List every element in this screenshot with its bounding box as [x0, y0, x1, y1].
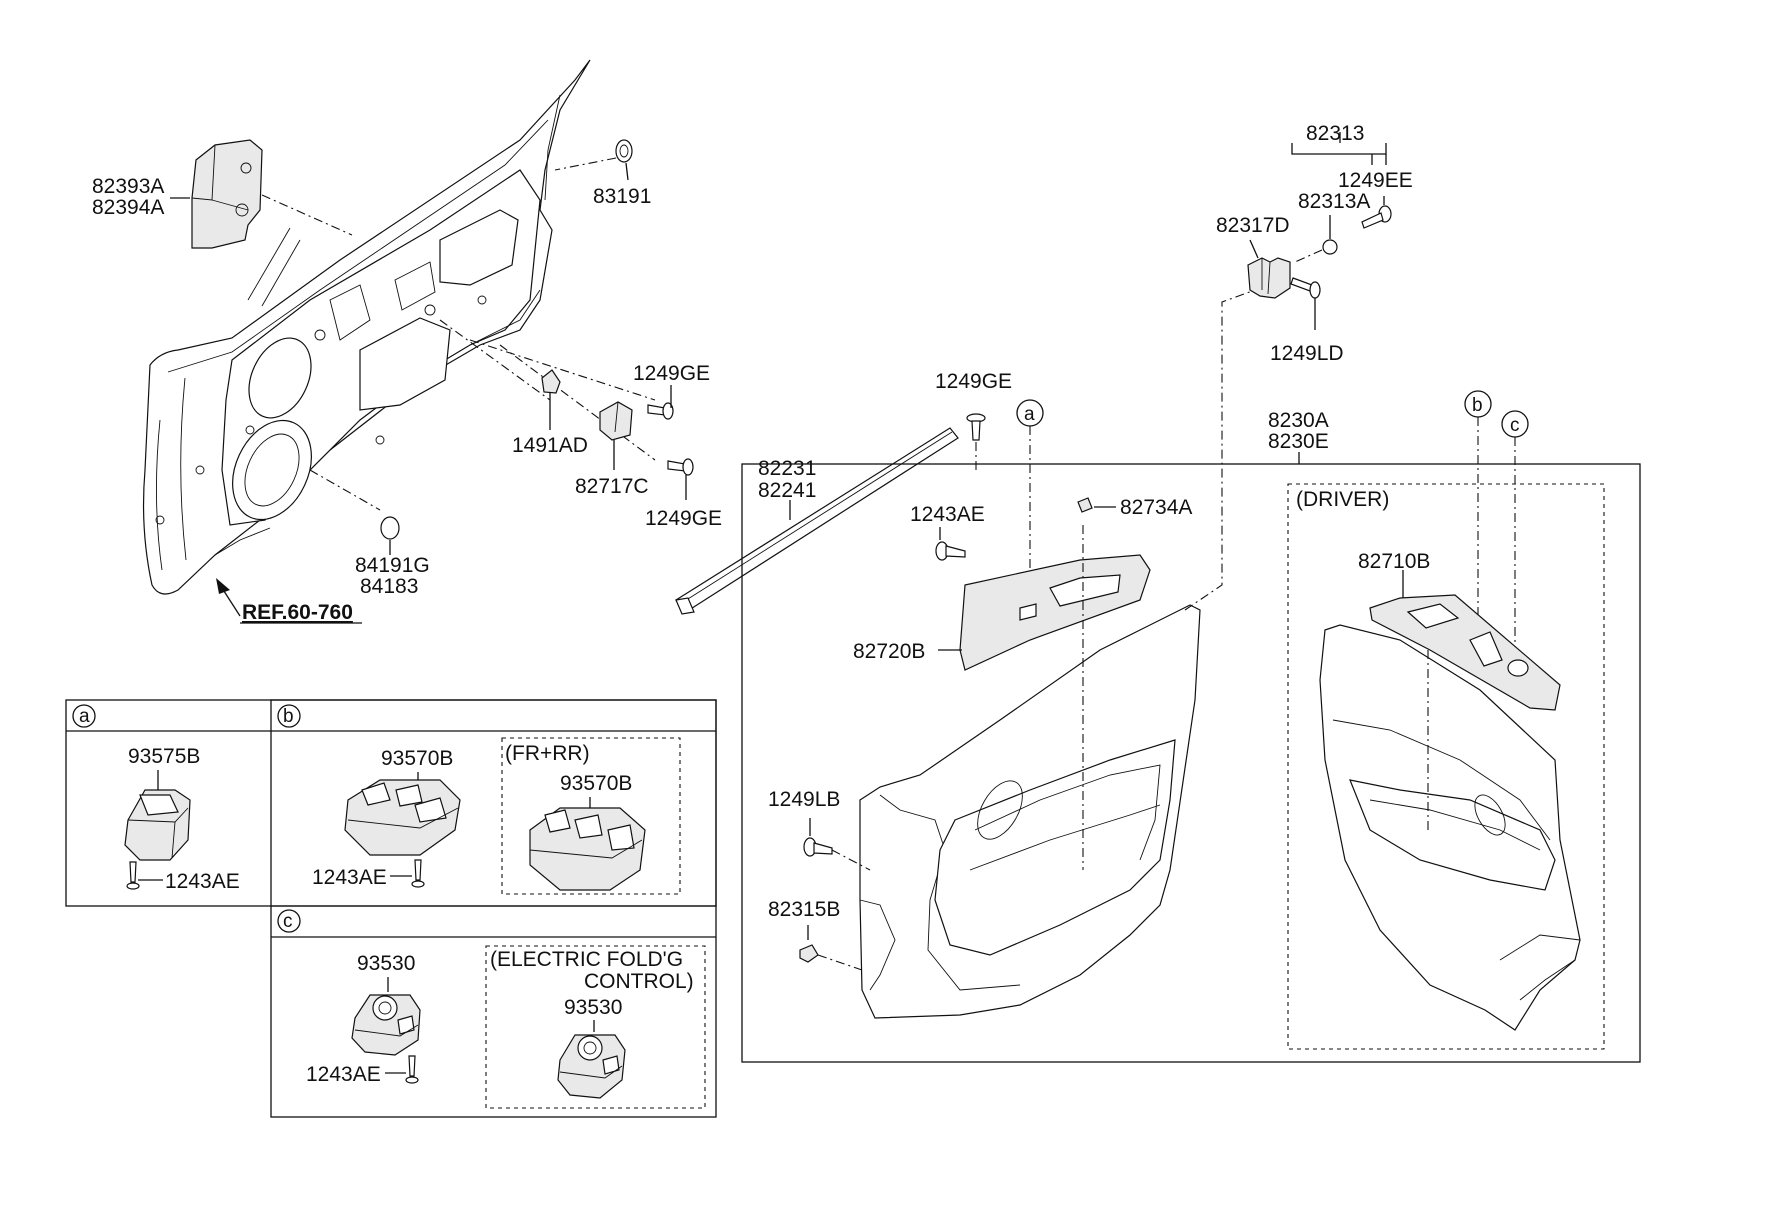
door-inner-panel-illustration — [142, 59, 591, 595]
label-82313A: 82313A — [1298, 190, 1370, 213]
label-1249GE-lower: 1249GE — [645, 507, 722, 530]
table-c-option-line1: (ELECTRIC FOLD'G — [490, 948, 683, 971]
label-82313: 82313 — [1306, 122, 1364, 145]
electric-folding-option-box — [485, 945, 706, 1109]
label-82393A: 82393A — [92, 175, 164, 198]
label-82394A: 82394A — [92, 196, 164, 219]
callout-c: c — [1510, 415, 1520, 436]
callout-b: b — [1472, 395, 1483, 416]
screw-1249LB-icon — [803, 837, 833, 857]
label-1249LB: 1249LB — [768, 788, 840, 811]
label-1249GE-center: 1249GE — [935, 370, 1012, 393]
table-c-screw: 1243AE — [306, 1063, 381, 1086]
screw-1249LD-icon — [1290, 277, 1321, 299]
label-82734A: 82734A — [1120, 496, 1192, 519]
table-b-option: (FR+RR) — [505, 742, 590, 765]
bracket-82317D-icon — [1247, 257, 1291, 299]
switch-93530-illustration — [351, 994, 421, 1056]
table-b-label: b — [283, 706, 294, 727]
table-a-label: a — [79, 706, 90, 727]
weatherstrip-82231-illustration — [675, 427, 959, 615]
label-driver: (DRIVER) — [1296, 488, 1389, 511]
clip-82315B-icon — [799, 944, 819, 963]
switch-93570B-frrr-illustration — [529, 807, 646, 891]
label-ref-60-760: REF.60-760 — [242, 601, 353, 624]
table-c-option-line2: CONTROL) — [584, 970, 694, 993]
switch-panel-82720B-illustration — [959, 554, 1151, 671]
table-a-circle — [72, 704, 96, 728]
table-b-screw: 1243AE — [312, 866, 387, 889]
screw-1243AE-b-icon — [411, 859, 425, 888]
label-82720B: 82720B — [853, 640, 925, 663]
label-1491AD: 1491AD — [512, 434, 588, 457]
table-c-label: c — [283, 911, 293, 932]
table-c-part: 93530 — [357, 952, 415, 975]
screw-1243AE-main-icon — [935, 541, 966, 561]
door-trim-assembly-box — [741, 463, 1641, 1063]
label-82241: 82241 — [758, 479, 816, 502]
screw-1249GE-center-icon — [966, 413, 986, 441]
table-b-option-part: 93570B — [560, 772, 632, 795]
clip-82734A-icon — [1077, 497, 1093, 513]
label-1243AE-main: 1243AE — [910, 503, 985, 526]
screw-1249GE-upper-icon — [647, 402, 674, 420]
clip-1491AD-icon — [541, 369, 561, 394]
label-8230A: 8230A — [1268, 409, 1329, 432]
table-a-screw: 1243AE — [165, 870, 240, 893]
label-82717C: 82717C — [575, 475, 649, 498]
table-c-option-part: 93530 — [564, 996, 622, 1019]
switch-variants-table: a 93575B 1243AE b 93570B — [65, 699, 717, 1118]
label-82315B: 82315B — [768, 898, 840, 921]
table-a-part: 93575B — [128, 745, 200, 768]
plug-84191G-icon — [380, 516, 400, 540]
label-1249GE-upper: 1249GE — [633, 362, 710, 385]
screw-1249GE-lower-icon — [667, 458, 694, 476]
screw-1243AE-c-icon — [405, 1055, 419, 1084]
table-b-circle — [277, 704, 301, 728]
label-1249EE: 1249EE — [1338, 169, 1413, 192]
label-83191: 83191 — [593, 185, 651, 208]
door-trim-driver-illustration — [1319, 624, 1581, 1031]
table-c-circle — [277, 909, 301, 933]
switch-93570B-illustration — [344, 779, 461, 856]
label-84191G: 84191G — [355, 554, 430, 577]
mirror-bracket-illustration — [191, 139, 263, 249]
bracket-82717C-icon — [599, 401, 633, 441]
label-1249LD: 1249LD — [1270, 342, 1344, 365]
screw-1243AE-a-icon — [126, 861, 140, 890]
switch-93575B-illustration — [124, 789, 191, 861]
nut-82313A-icon — [1322, 239, 1338, 255]
door-trim-passenger-illustration — [859, 604, 1201, 1019]
table-b-part: 93570B — [381, 747, 453, 770]
label-84183: 84183 — [360, 575, 418, 598]
label-82710B: 82710B — [1358, 550, 1430, 573]
ref-arrow-icon — [216, 578, 230, 594]
callout-a: a — [1024, 404, 1035, 425]
grommet-83191-icon — [615, 139, 633, 163]
label-8230E: 8230E — [1268, 430, 1329, 453]
switch-93530-folding-illustration — [557, 1034, 626, 1099]
screw-1249EE-icon — [1361, 205, 1392, 229]
fr-rr-option-box — [501, 737, 681, 895]
switch-panel-82710B-illustration — [1369, 594, 1561, 711]
label-82231: 82231 — [758, 457, 816, 480]
label-82317D: 82317D — [1216, 214, 1290, 237]
